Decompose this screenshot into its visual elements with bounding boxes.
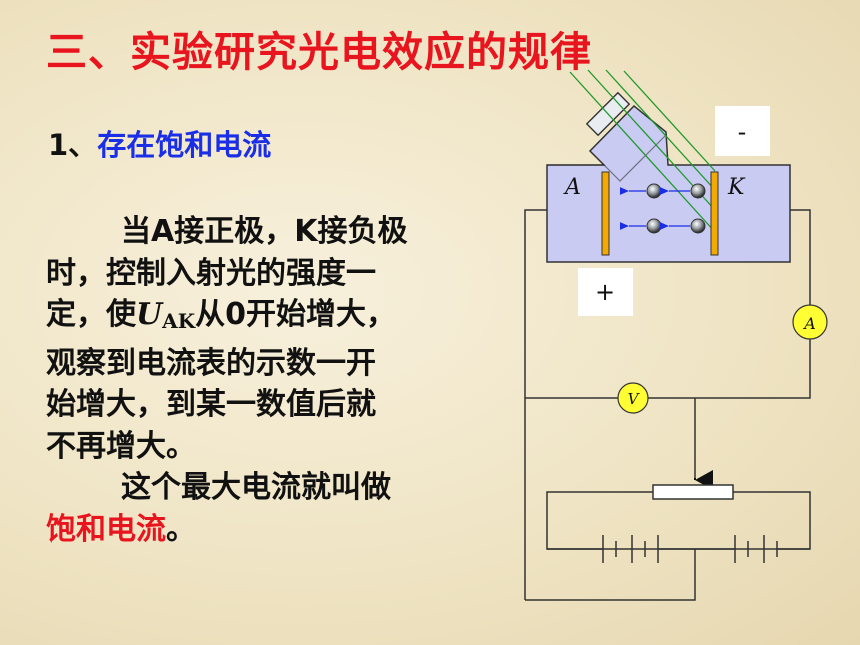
section-number: 1、 [48, 128, 98, 162]
cathode-label: K [727, 175, 746, 200]
slide-title: 三、实验研究光电效应的规律 [46, 28, 592, 76]
section-heading: 1、存在饱和电流 [48, 122, 271, 164]
cathode-plate [710, 171, 719, 256]
battery-bank [547, 535, 810, 563]
voltmeter [617, 382, 649, 414]
voltmeter-label: V [628, 390, 641, 408]
para-line-3: 定，使UAK从0开始增大， [46, 294, 496, 343]
section-heading-text: 存在饱和电流 [97, 128, 272, 162]
para-line-8: 饱和电流。 [46, 509, 496, 551]
explanation-paragraph: 当A接正极，K接负极 时，控制入射光的强度一 定，使UAK从0开始增大， 观察到… [46, 211, 496, 550]
positive-sign: + [595, 278, 615, 306]
para-line-8-end: 。 [166, 511, 196, 547]
para-line-5: 始增大，到某一数值后就 [46, 387, 376, 422]
voltage-symbol: U [136, 297, 163, 332]
para-line-3a: 定，使 [46, 297, 136, 332]
para-line-7: 这个最大电流就叫做 [121, 470, 391, 505]
negative-terminal-box [715, 106, 770, 156]
para-line-6: 不再增大。 [46, 428, 196, 464]
electron-motion-arrows [619, 187, 690, 230]
anode-label: A [563, 175, 581, 200]
anode-plate [601, 171, 610, 256]
para-line-4: 观察到电流表的示数一开 [46, 345, 376, 381]
circuit-wires [524, 209, 811, 601]
ammeter [792, 304, 828, 340]
para-line-3b: 从0开始增大， [195, 297, 396, 332]
ammeter-label: A [802, 314, 816, 333]
voltage-subscript: AK [162, 309, 196, 333]
rheostat [652, 484, 734, 500]
para-line-1: 当A接正极，K接负极 [121, 214, 408, 249]
positive-terminal-box [578, 268, 633, 316]
saturation-current-term: 饱和电流 [46, 511, 166, 547]
para-line-2: 时，控制入射光的强度一 [46, 255, 376, 291]
negative-sign: - [738, 118, 747, 146]
electrons [646, 183, 706, 234]
